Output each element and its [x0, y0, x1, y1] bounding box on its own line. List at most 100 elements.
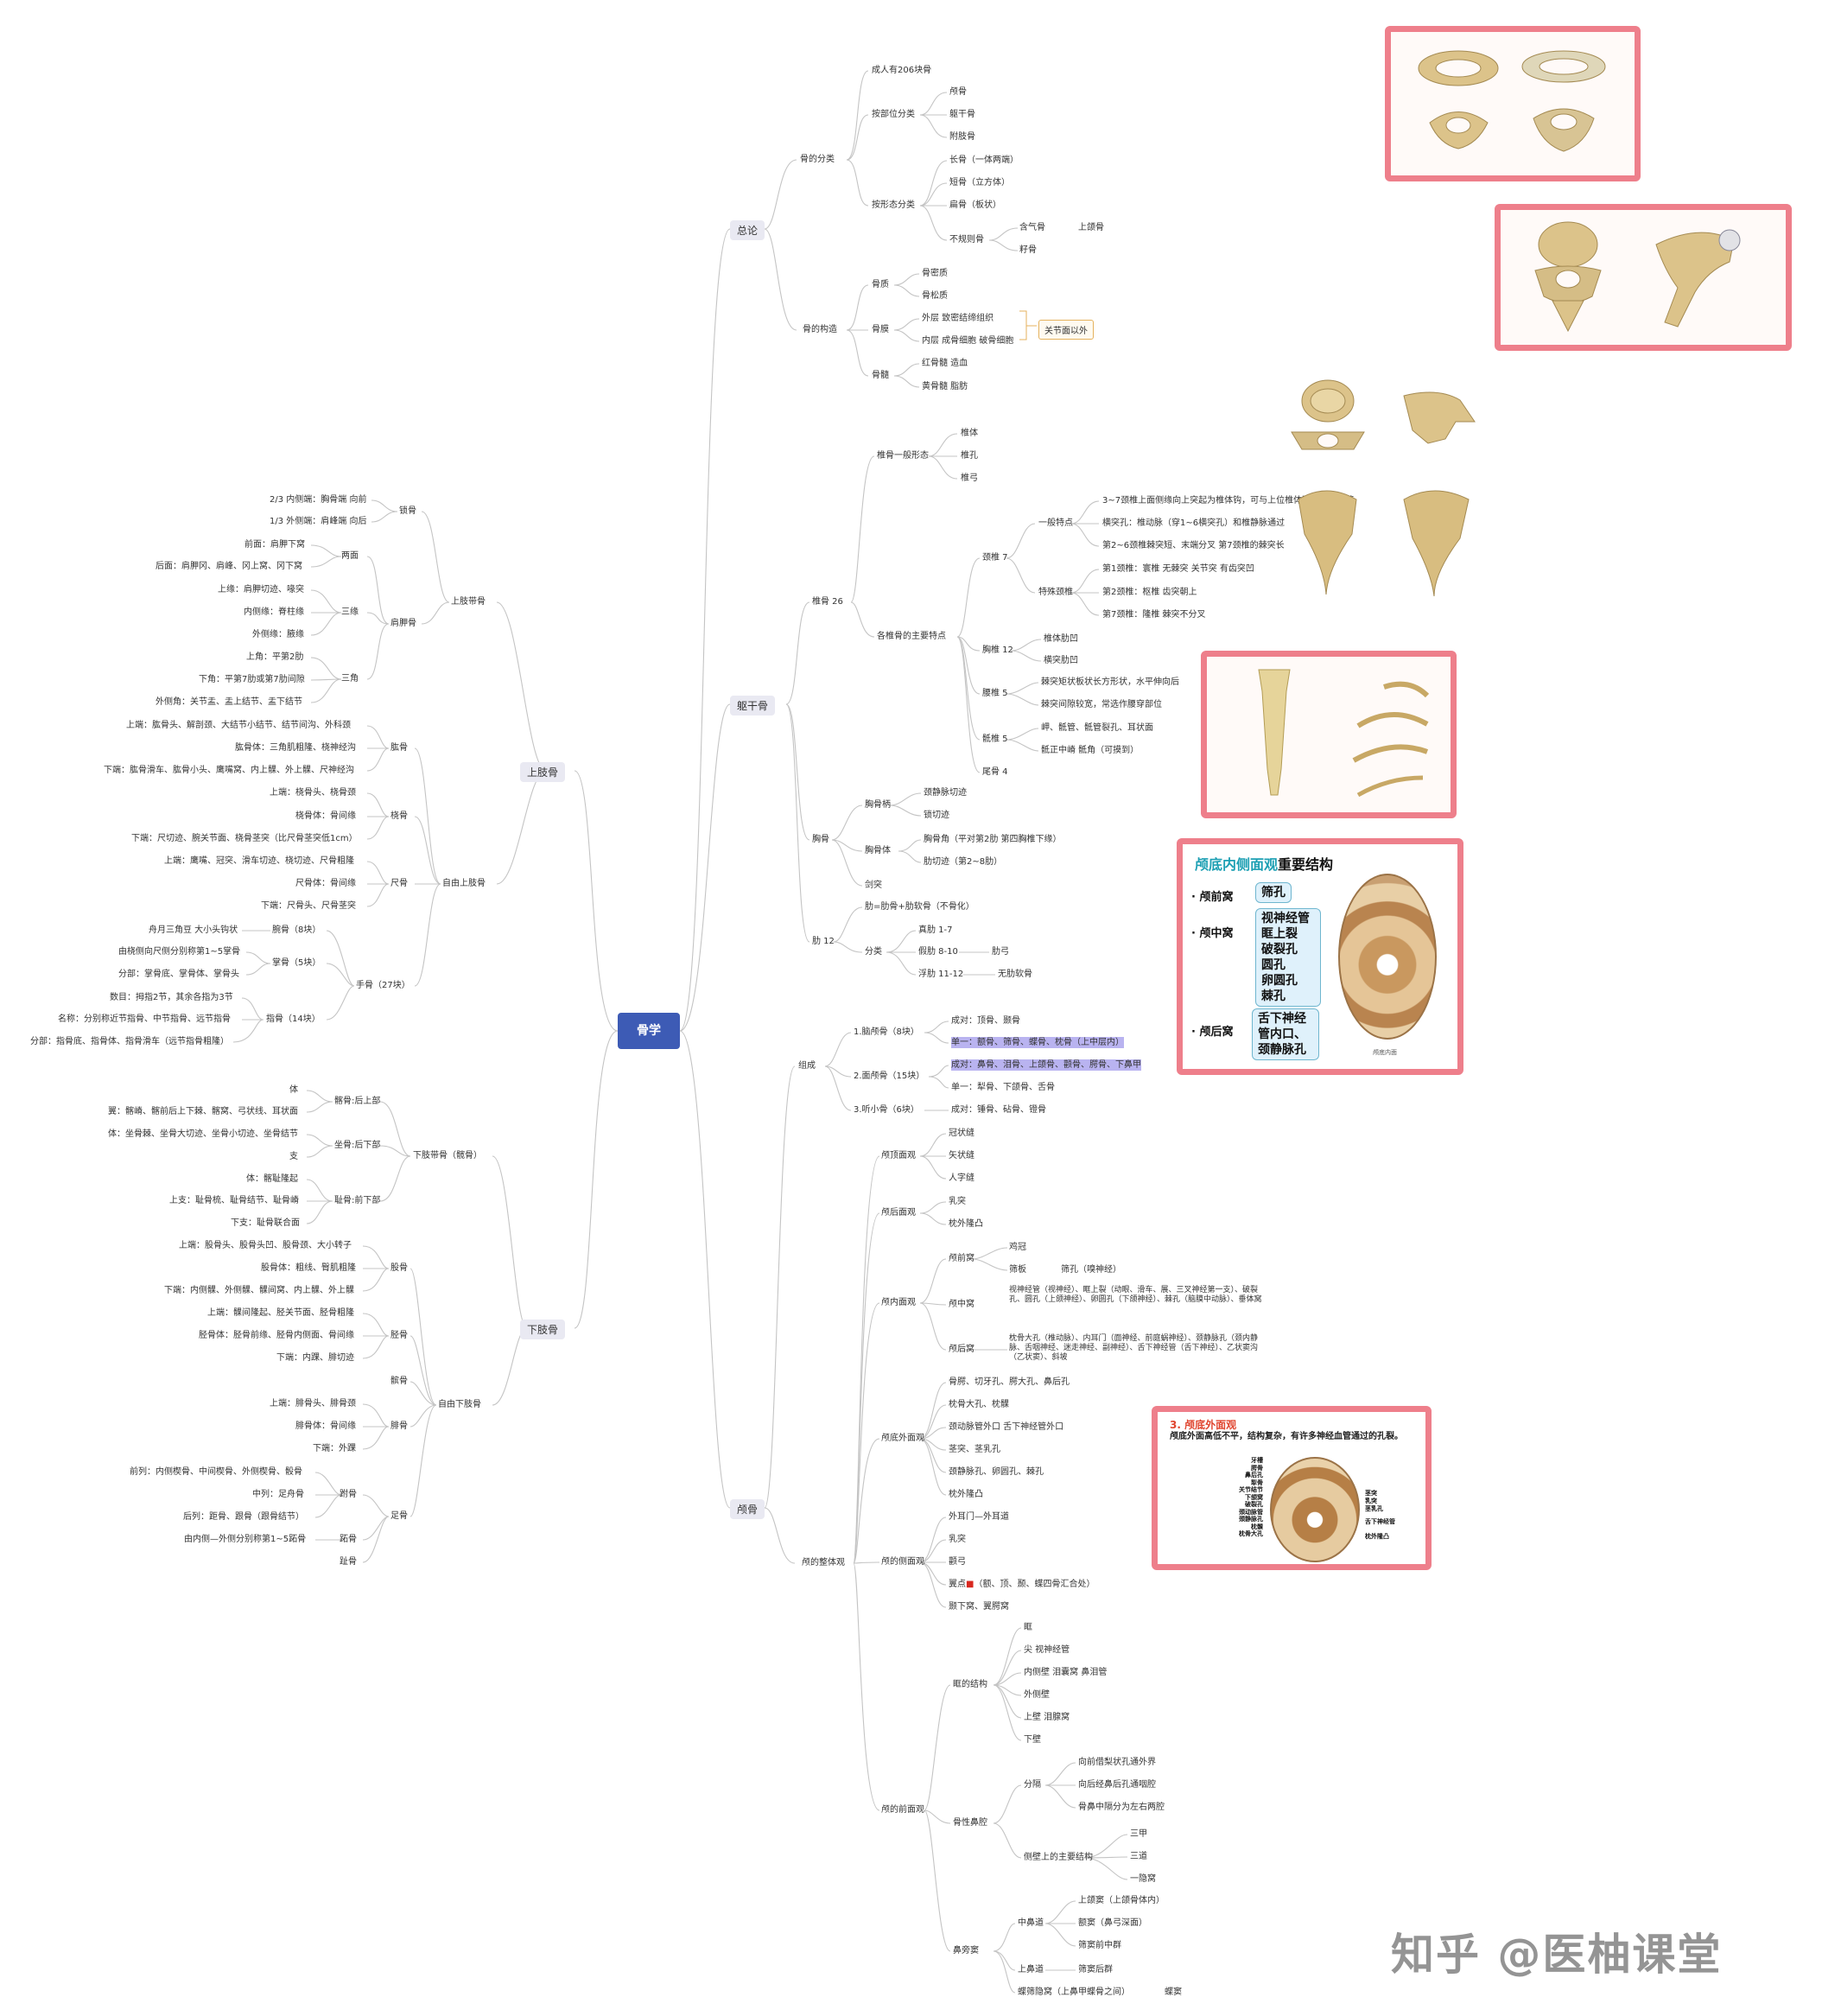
node[interactable]: 分部：指骨底、指骨体、指骨滑车（远节指骨粗隆）	[30, 1037, 229, 1046]
node[interactable]: 2/3 内侧端：胸骨端 向前	[270, 495, 367, 505]
node[interactable]: 胸骨	[812, 835, 829, 844]
node[interactable]: 躯干骨	[949, 110, 975, 119]
node[interactable]: 掌骨（5块）	[272, 958, 321, 968]
node[interactable]: 冠状缝	[949, 1129, 974, 1138]
node[interactable]: 坐骨:后下部	[334, 1141, 381, 1150]
node[interactable]: 椎体肋凹	[1044, 634, 1078, 644]
node[interactable]: 向后经鼻后孔通咽腔	[1078, 1780, 1156, 1790]
node[interactable]: 椎弓	[961, 474, 978, 483]
node[interactable]: 尺骨体：骨间缘	[295, 879, 356, 888]
node[interactable]: 眶	[1024, 1623, 1032, 1632]
node[interactable]: 眶的结构	[953, 1680, 987, 1689]
node[interactable]: 翼：髂嵴、髂前后上下棘、髂窝、弓状线、耳状面	[108, 1107, 298, 1116]
node[interactable]: 乳突	[949, 1197, 966, 1206]
branch-lugu[interactable]: 颅骨	[730, 1499, 765, 1519]
node[interactable]: 分隔	[1024, 1780, 1041, 1790]
node[interactable]: 下端：内侧髁、外侧髁、髁间窝、内上髁、外上髁	[164, 1286, 354, 1295]
node[interactable]: 上支：耻骨梳、耻骨结节、耻骨嵴	[169, 1196, 299, 1205]
node[interactable]: 内侧壁 泪囊窝 鼻泪管	[1024, 1668, 1108, 1677]
node[interactable]: 中列：足舟骨	[252, 1490, 304, 1499]
node[interactable]: 鼻旁窦	[953, 1946, 979, 1956]
node[interactable]: 侧壁上的主要结构	[1024, 1853, 1093, 1862]
node[interactable]: 颈静脉切迹	[924, 788, 967, 798]
node[interactable]: 肋切迹（第2~8肋）	[924, 857, 1003, 867]
node[interactable]: 含气骨	[1019, 223, 1045, 232]
node[interactable]: 髌骨	[390, 1377, 408, 1386]
node[interactable]: 下角：平第7肋或第7肋间隙	[199, 675, 305, 684]
node[interactable]: 骨的构造	[803, 325, 837, 334]
node[interactable]: 人字缝	[949, 1173, 974, 1183]
node[interactable]: 中鼻道	[1018, 1918, 1044, 1928]
node[interactable]: 上鼻道	[1018, 1965, 1044, 1975]
node[interactable]: 各椎骨的主要特点	[877, 632, 946, 641]
node[interactable]: 上颌窦（上颌骨体内）	[1078, 1896, 1165, 1905]
node[interactable]: 剑突	[865, 881, 882, 890]
node[interactable]: 成对：顶骨、颞骨	[951, 1016, 1020, 1026]
node[interactable]: 真肋 1-7	[918, 925, 953, 935]
node[interactable]: 胸骨体	[865, 846, 891, 855]
node[interactable]: 扁骨（板状）	[949, 200, 1001, 210]
node[interactable]: 第2颈椎：枢椎 齿突朝上	[1102, 588, 1197, 597]
node[interactable]: 第1颈椎：寰椎 无棘突 关节突 有齿突凹	[1102, 564, 1254, 574]
node[interactable]: 颅顶面观	[881, 1151, 916, 1161]
node[interactable]: 椎骨一般形态	[877, 451, 929, 461]
node[interactable]: 一般特点	[1038, 518, 1073, 528]
node[interactable]: 上端：腓骨头、腓骨颈	[270, 1399, 356, 1409]
node[interactable]: 尖 视神经管	[1024, 1645, 1070, 1655]
node[interactable]: 下端：尺切迹、腕关节面、桡骨茎突（比尺骨茎突低1cm）	[131, 834, 358, 843]
node[interactable]: 第2~6颈椎棘突短、末端分叉 第7颈椎的棘突长	[1102, 541, 1285, 550]
node[interactable]: 第7颈椎：隆椎 棘突不分叉	[1102, 610, 1206, 620]
node[interactable]: 颅内面观	[881, 1298, 916, 1307]
node[interactable]: 颅的整体观	[802, 1558, 845, 1568]
node[interactable]: 鸡冠	[1009, 1243, 1026, 1252]
node[interactable]: 成人有206块骨	[872, 66, 932, 75]
node[interactable]: 后面：肩胛冈、肩峰、冈上窝、冈下窝	[156, 562, 302, 571]
node[interactable]: 肩胛骨	[390, 619, 416, 628]
node-highlighted[interactable]: 单一：额骨、筛骨、蝶骨、枕骨（上中层内）	[951, 1037, 1124, 1048]
node[interactable]: 成对：锤骨、砧骨、镫骨	[951, 1105, 1046, 1115]
node[interactable]: 颅前窝	[949, 1254, 974, 1263]
node[interactable]: 尾骨 4	[982, 767, 1008, 777]
node[interactable]: 外侧缘：腋缘	[252, 630, 304, 639]
node[interactable]: 外层 致密结缔组织	[922, 314, 994, 323]
node[interactable]: 枕骨大孔、枕髁	[949, 1400, 1009, 1409]
node[interactable]: 3~7颈椎上面侧缘向上突起为椎体钩，可与上位椎体形成钩椎关节	[1102, 496, 1355, 506]
node[interactable]: 骶正中嵴 骶角（可摸到）	[1041, 746, 1140, 755]
node[interactable]: 筛窦前中群	[1078, 1941, 1121, 1950]
node-highlighted[interactable]: 成对：鼻骨、泪骨、上颌骨、颧骨、腭骨、下鼻甲	[951, 1059, 1141, 1071]
node[interactable]: 肋弓	[992, 947, 1009, 957]
node-long[interactable]: 枕骨大孔（椎动脉）、内耳门（面神经、前庭蜗神经）、颈静脉孔（颈内静脉、舌咽神经、…	[1009, 1334, 1259, 1362]
node[interactable]: 颅后窝	[949, 1345, 974, 1354]
node[interactable]: 分类	[865, 947, 882, 957]
node[interactable]: 骨性鼻腔	[953, 1818, 987, 1828]
node[interactable]: 两面	[341, 551, 359, 561]
node[interactable]: 前面：肩胛下窝	[244, 540, 305, 550]
node[interactable]: 颞下窝、翼腭窝	[949, 1602, 1009, 1612]
node[interactable]: 筛孔（嗅神经）	[1061, 1265, 1121, 1275]
node[interactable]: 骨质	[872, 280, 889, 289]
node[interactable]: 体：髂耻隆起	[246, 1174, 298, 1184]
node[interactable]: 上壁 泪腺窝	[1024, 1713, 1070, 1722]
node[interactable]: 横突肋凹	[1044, 656, 1078, 665]
node[interactable]: 上端：髁间隆起、胫关节面、胫骨粗隆	[207, 1308, 354, 1318]
node[interactable]: 外耳门—外耳道	[949, 1512, 1009, 1522]
node[interactable]: 指骨（14块）	[266, 1014, 321, 1024]
node[interactable]: 后列：距骨、跟骨（跟骨结节）	[183, 1512, 304, 1522]
node[interactable]: 自由下肢骨	[438, 1400, 481, 1409]
node[interactable]: 名称：分别称近节指骨、中节指骨、远节指骨	[58, 1014, 231, 1024]
node[interactable]: 外侧角：关节盂、盂上结节、盂下结节	[156, 697, 302, 707]
node[interactable]: 髂骨:后上部	[334, 1097, 381, 1106]
node[interactable]: 下端：外踝	[313, 1444, 356, 1453]
node[interactable]: 跗骨	[340, 1490, 357, 1499]
node[interactable]: 趾骨	[340, 1557, 357, 1567]
node[interactable]: 三甲	[1130, 1829, 1147, 1839]
branch-shangzhigu[interactable]: 上肢骨	[520, 762, 566, 782]
node[interactable]: 锁切迹	[924, 811, 949, 820]
node[interactable]: 胫骨	[390, 1331, 408, 1340]
node[interactable]: 棘突间隙较宽，常选作腰穿部位	[1041, 700, 1162, 709]
node[interactable]: 红骨髓 造血	[922, 359, 968, 368]
branch-xiazhigu[interactable]: 下肢骨	[520, 1320, 566, 1339]
node[interactable]: 茎突、茎乳孔	[949, 1445, 1000, 1454]
node-long[interactable]: 视神经管（视神经）、眶上裂（动眼、滑车、展、三叉神经第一支）、破裂孔、圆孔（上颌…	[1009, 1286, 1262, 1304]
node[interactable]: 乳突	[949, 1535, 966, 1544]
